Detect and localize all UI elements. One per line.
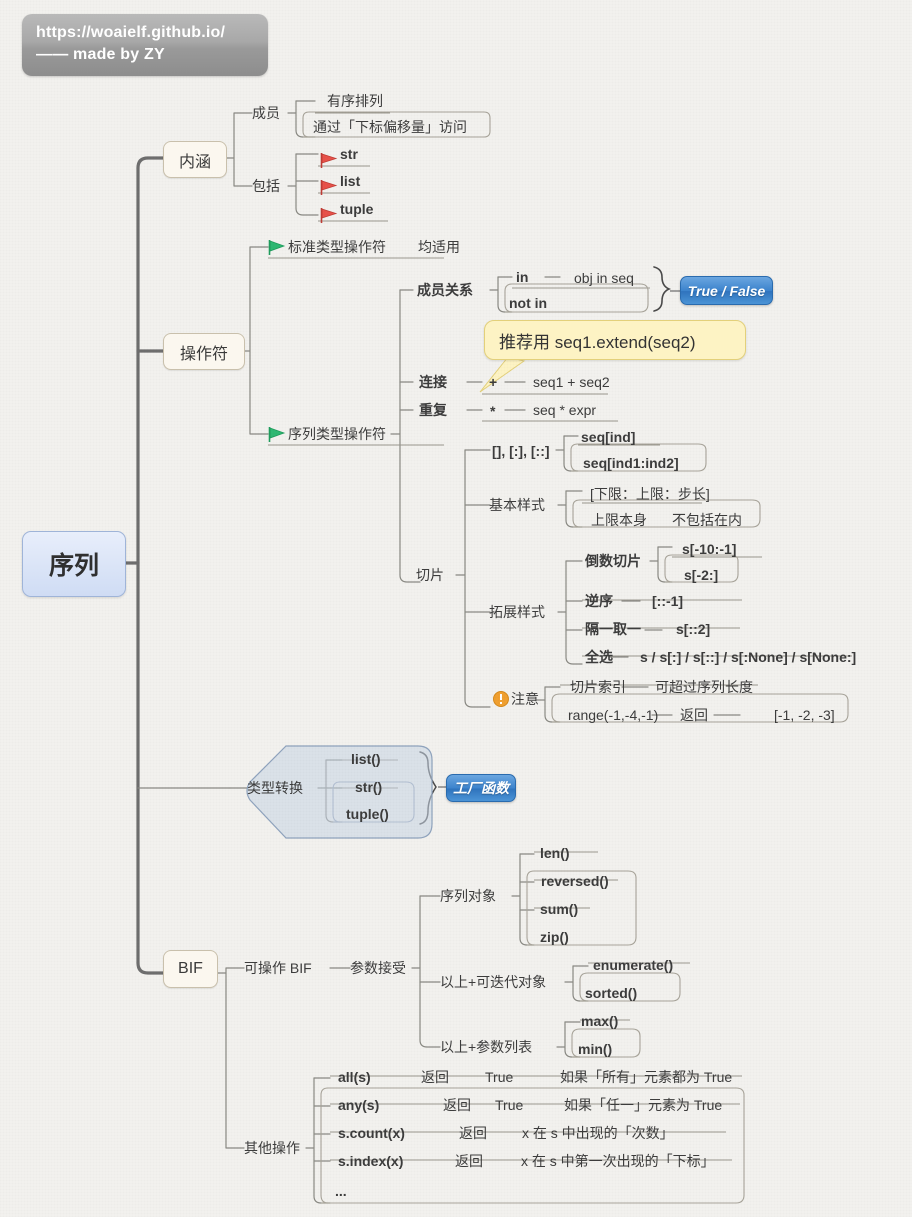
slice-syntax-item-1: seq[ind1:ind2] [583, 455, 679, 471]
slice-note-1-c1: range(-1,-4,-1) [568, 707, 659, 723]
slice-extend-value-2-0: s[::2] [676, 621, 711, 637]
branch-node-connotation[interactable]: 内涵 [163, 141, 227, 178]
other-row-3-desc: x 在 s 中第一次出现的「下标」 [521, 1153, 715, 1169]
branch-label-operators: 操作符 [179, 345, 228, 363]
bif-group-name-1: 以上+可迭代对象 [440, 974, 547, 990]
operators-standard-label: 标准类型操作符 [288, 239, 386, 255]
slice-syntax-item-0: seq[ind] [581, 429, 636, 445]
branch-node-bif[interactable]: BIF [163, 950, 218, 988]
bif-other-label: 其他操作 [244, 1140, 300, 1156]
membership-op-in: in [516, 269, 529, 285]
other-row-3-return: 返回 [455, 1153, 483, 1169]
slice-extend-name-2: 隔一取一 [585, 621, 641, 637]
bif-group-1-item-1: sorted() [585, 985, 638, 1001]
slice-label: 切片 [416, 567, 444, 583]
bif-operable-label: 可操作 BIF [244, 960, 312, 976]
type-conversion-item-2: tuple() [346, 806, 389, 822]
type-conversion-item-0: list() [351, 751, 381, 767]
other-row-1-desc: 如果「任一」元素为 True [564, 1097, 723, 1113]
other-row-1-return: 返回 [443, 1097, 471, 1113]
slice-note-label: 注意 [511, 691, 539, 707]
watermark-author: —— made by ZY [36, 45, 165, 63]
other-row-0-desc: 如果「所有」元素都为 True [560, 1069, 733, 1085]
membership-op-not-in: not in [509, 295, 548, 311]
concat-expression: seq1 + seq2 [533, 374, 610, 390]
membership-label: 成员关系 [417, 282, 473, 298]
slice-extend-name-1: 逆序 [585, 593, 613, 609]
slice-basic-item-0: [下限：上限：步长] [590, 486, 710, 502]
bif-group-1-item-0: enumerate() [593, 957, 674, 973]
connotation-member-item-1: 通过「下标偏移量」访问 [313, 119, 467, 135]
other-row-3-name: s.index(x) [338, 1153, 404, 1169]
operators-standard-note: 均适用 [418, 239, 460, 255]
other-row-2-desc: x 在 s 中出现的「次数」 [522, 1125, 674, 1141]
operators-sequence-label: 序列类型操作符 [288, 426, 386, 442]
slice-extend-name-3: 全选 [585, 649, 613, 665]
bif-group-0-item-3: zip() [540, 929, 569, 945]
connotation-include-label: 包括 [252, 178, 280, 194]
bif-group-0-item-0: len() [540, 845, 570, 861]
other-row-2-name: s.count(x) [338, 1125, 405, 1141]
branch-label-connotation: 内涵 [178, 153, 211, 171]
membership-result-badge-label: True / False [687, 282, 766, 299]
slice-extend-value-0-0: s[-10:-1] [682, 541, 737, 557]
type-conversion-label: 类型转换 [247, 780, 303, 796]
repeat-operator: * [490, 403, 496, 419]
bif-group-name-0: 序列对象 [440, 888, 496, 904]
repeat-label: 重复 [419, 402, 447, 418]
bif-group-2-item-1: min() [578, 1041, 613, 1057]
connotation-member-label: 成员 [252, 105, 280, 121]
connotation-include-item-0: str [340, 146, 358, 162]
slice-extend-value-0-1: s[-2:] [684, 567, 719, 583]
concat-label: 连接 [419, 374, 447, 390]
other-row-0-return: 返回 [421, 1069, 449, 1085]
other-row-0-name: all(s) [338, 1069, 371, 1085]
center-node-sequence[interactable]: 序列 [22, 531, 126, 597]
other-row-2-return: 返回 [459, 1125, 487, 1141]
branch-label-bif: BIF [178, 960, 203, 977]
repeat-expression: seq * expr [533, 402, 597, 418]
slice-note-1-c2: 返回 [680, 707, 708, 723]
factory-function-badge[interactable]: 工厂函数 [446, 774, 516, 802]
slice-extend-name-0: 倒数切片 [585, 553, 641, 569]
bif-group-name-2: 以上+参数列表 [440, 1039, 533, 1055]
slice-basic-note-1: 不包括在内 [672, 512, 742, 528]
watermark-badge: https://woaielf.github.io/ —— made by ZY [22, 14, 268, 76]
slice-basic-item-1: 上限本身 [591, 512, 647, 528]
slice-note-0-c2: 可超过序列长度 [655, 679, 753, 695]
factory-function-badge-label: 工厂函数 [453, 780, 509, 796]
center-node-label: 序列 [48, 552, 99, 580]
bif-group-0-item-2: sum() [540, 901, 579, 917]
other-row-1-value: True [495, 1097, 524, 1113]
extend-recommendation-text: 推荐用 seq1.extend(seq2) [499, 332, 696, 352]
watermark-url: https://woaielf.github.io/ [36, 24, 226, 41]
connotation-include-item-2: tuple [340, 201, 374, 217]
membership-result-badge[interactable]: True / False [680, 276, 773, 305]
slice-extend-value-3-0: s / s[:] / s[::] / s[:None] / s[None:] [640, 649, 857, 665]
slice-syntax-label: [], [:], [::] [492, 443, 550, 459]
connotation-member-item-0: 有序排列 [327, 93, 383, 109]
bif-group-2-item-0: max() [581, 1013, 619, 1029]
connotation-include-item-1: list [340, 173, 361, 189]
type-conversion-item-1: str() [355, 779, 383, 795]
other-row-0-value: True [485, 1069, 514, 1085]
bif-param-label: 参数接受 [350, 960, 406, 976]
slice-extend-value-1-0: [::-1] [652, 593, 684, 609]
membership-expr-in: obj in seq [574, 270, 634, 286]
slice-extend-label: 拓展样式 [489, 604, 545, 620]
other-row-1-name: any(s) [338, 1097, 380, 1113]
concat-operator: + [489, 374, 498, 390]
slice-basic-label: 基本样式 [489, 497, 545, 513]
extend-recommendation-callout: 推荐用 seq1.extend(seq2) [484, 320, 746, 360]
other-row-4-name: ... [335, 1183, 347, 1199]
branch-node-operators[interactable]: 操作符 [163, 333, 245, 370]
slice-note-0-c1: 切片索引 [570, 679, 626, 695]
slice-note-1-c3: [-1, -2, -3] [774, 707, 835, 723]
bif-group-0-item-1: reversed() [541, 873, 609, 889]
